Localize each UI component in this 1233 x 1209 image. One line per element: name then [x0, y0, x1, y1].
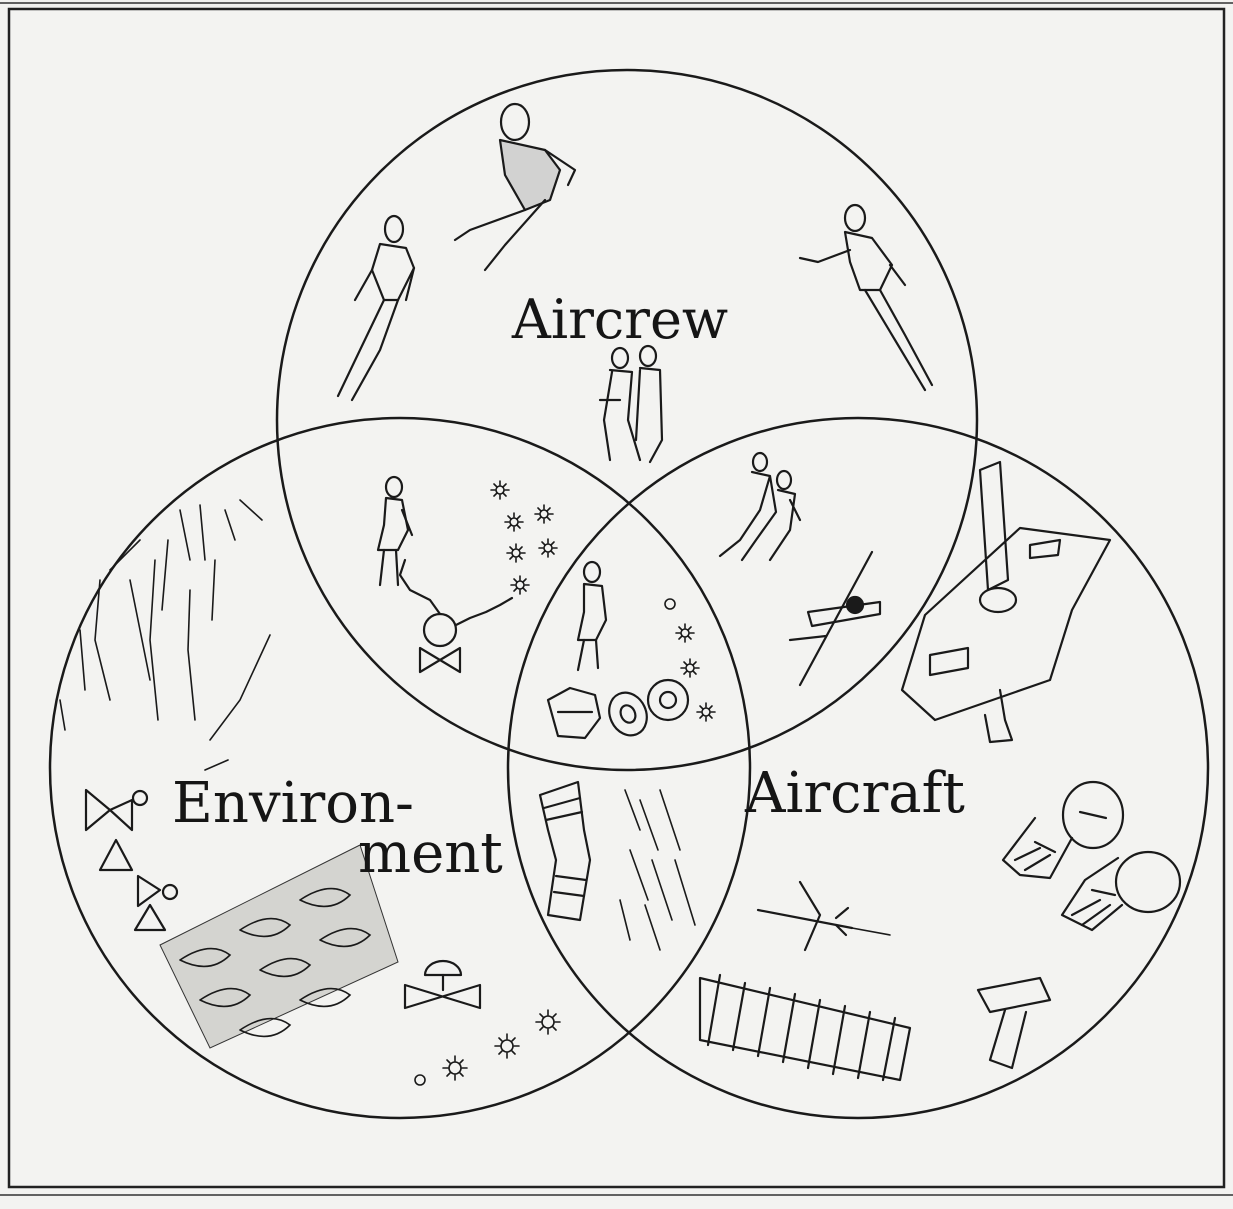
sparkle-icon	[539, 539, 557, 557]
toggle-switch-icon	[902, 462, 1110, 742]
valve-icon	[400, 560, 512, 672]
wind-arrows-icon	[620, 790, 695, 950]
tee-fitting-icon	[978, 978, 1050, 1068]
wind-arrows-icon	[60, 500, 270, 770]
valve-icon	[86, 790, 177, 930]
sparkle-icon	[697, 703, 715, 721]
nut-icon	[648, 680, 688, 720]
valve-icon	[405, 961, 480, 1008]
sparkle-group	[491, 481, 557, 594]
woman-figure-icon	[578, 562, 606, 670]
screw-icon	[1003, 782, 1123, 878]
sparkle-group	[665, 599, 715, 721]
people-pair-icon	[720, 453, 800, 560]
standing-man-icon	[338, 216, 414, 400]
sparkle-icon	[507, 544, 525, 562]
sparkle-icon	[505, 513, 523, 531]
jet-airplane-icon	[758, 882, 890, 950]
walking-man-icon	[455, 104, 575, 270]
environment-label-line2: ment	[358, 821, 503, 886]
sparkle-icon	[511, 576, 529, 594]
diagram-frame	[0, 3, 1233, 1195]
sparkle-icon	[495, 1034, 519, 1058]
environment-circle	[50, 418, 750, 1118]
sparkle-icon	[415, 1075, 425, 1085]
sparkle-icon	[676, 624, 694, 642]
nut-icon	[548, 688, 600, 738]
sparkle-group	[415, 1010, 560, 1085]
aircrew-label: Aircrew	[511, 288, 728, 351]
sparkle-icon	[443, 1056, 467, 1080]
hose-fitting-icon	[540, 782, 590, 920]
washer-icon	[602, 686, 653, 741]
couple-icon	[600, 346, 662, 462]
sparkle-icon	[665, 599, 675, 609]
sparkle-icon	[491, 481, 509, 499]
sparkle-icon	[535, 505, 553, 523]
sparkle-icon	[536, 1010, 560, 1034]
screw-icon	[1062, 852, 1180, 930]
propeller-airplane-icon	[790, 552, 880, 685]
woman-gesturing-icon	[800, 205, 932, 390]
coil-spring-icon	[700, 975, 910, 1080]
sparkle-icon	[681, 659, 699, 677]
woman-figure-icon	[378, 477, 412, 585]
aircraft-label: Aircraft	[744, 761, 965, 826]
